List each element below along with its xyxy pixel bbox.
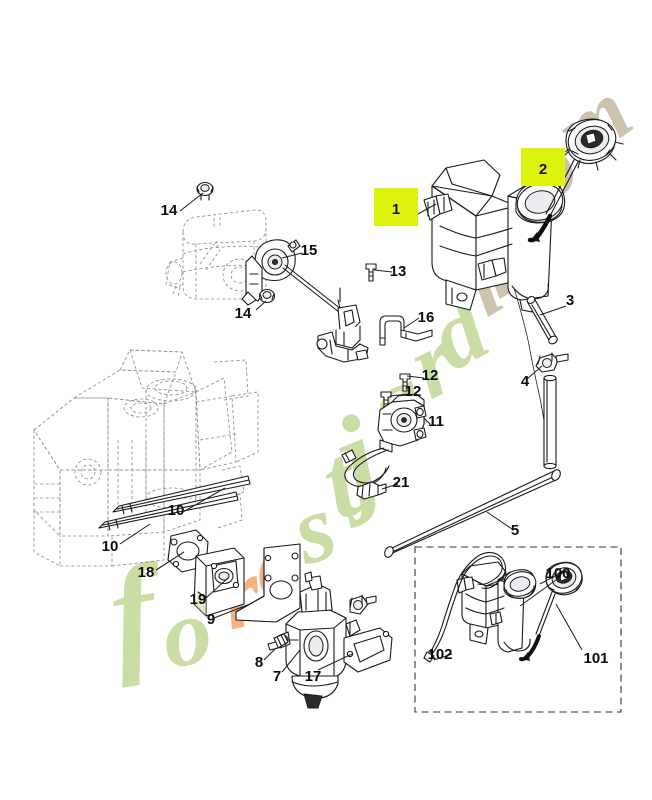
fuel-cap-dipstick-part2 bbox=[527, 118, 624, 243]
callout-5: 5 bbox=[511, 522, 519, 539]
nut-lower-part14 bbox=[258, 288, 276, 304]
carburettor-fitting-part4 bbox=[349, 594, 377, 615]
screw-part12-upper bbox=[399, 373, 411, 392]
callout-9: 9 bbox=[207, 611, 215, 628]
inset-dashed-border bbox=[414, 546, 622, 713]
callout-17: 17 bbox=[305, 668, 322, 685]
inset-alternate-tank bbox=[414, 546, 622, 713]
callout-14b: 14 bbox=[235, 305, 252, 322]
callout-7: 7 bbox=[273, 668, 281, 685]
highlight-label-1: 1 bbox=[392, 201, 400, 218]
callout-16: 16 bbox=[418, 309, 435, 326]
leader-lines bbox=[119, 147, 583, 673]
highlight-label-2: 2 bbox=[539, 161, 547, 178]
gasket-plate-part9 bbox=[235, 543, 301, 623]
fuel-pipe-long-part5 bbox=[384, 469, 561, 558]
callout-101: 101 bbox=[583, 650, 608, 667]
callout-4: 4 bbox=[521, 373, 530, 390]
callout-11: 11 bbox=[428, 413, 444, 430]
choke-control-assembly bbox=[241, 239, 353, 326]
callout-102: 102 bbox=[427, 646, 452, 663]
callout-10a: 10 bbox=[168, 502, 185, 519]
stud-bolt-upper-part10 bbox=[112, 475, 251, 515]
callout-3: 3 bbox=[566, 292, 574, 309]
callout-10b: 10 bbox=[102, 538, 119, 555]
nut-upper-part14 bbox=[196, 181, 214, 201]
callout-12a: 12 bbox=[422, 367, 439, 384]
highlight-rect-2[interactable] bbox=[521, 148, 565, 186]
callout-18: 18 bbox=[138, 564, 155, 581]
fuel-pipe-vertical bbox=[543, 374, 557, 470]
insulator-spacer-part19 bbox=[193, 547, 245, 617]
throttle-rod-part16 bbox=[379, 315, 433, 346]
highlight-rect-1[interactable] bbox=[374, 188, 418, 226]
callout-8: 8 bbox=[255, 654, 263, 671]
screw-part13 bbox=[365, 263, 377, 282]
callout-100: 100 bbox=[545, 565, 570, 582]
highlight-box-1[interactable]: 1 bbox=[374, 188, 418, 226]
fuel-pump-part11 bbox=[341, 393, 427, 488]
fuel-pipe-part3 bbox=[526, 296, 558, 345]
callout-13: 13 bbox=[390, 263, 407, 280]
callout-19: 19 bbox=[190, 591, 207, 608]
control-bracket-linkage bbox=[316, 287, 369, 363]
carburettor-gasket-part17 bbox=[343, 627, 393, 673]
callout-14a: 14 bbox=[161, 202, 178, 219]
callout-12b: 12 bbox=[405, 383, 422, 400]
callout-21: 21 bbox=[393, 474, 410, 491]
highlight-box-2[interactable]: 2 bbox=[521, 148, 565, 186]
fuel-clip-part21 bbox=[356, 481, 387, 500]
callout-15: 15 bbox=[301, 242, 318, 259]
ghost-engine-block bbox=[33, 349, 259, 567]
fuel-connector-part4 bbox=[535, 352, 569, 373]
